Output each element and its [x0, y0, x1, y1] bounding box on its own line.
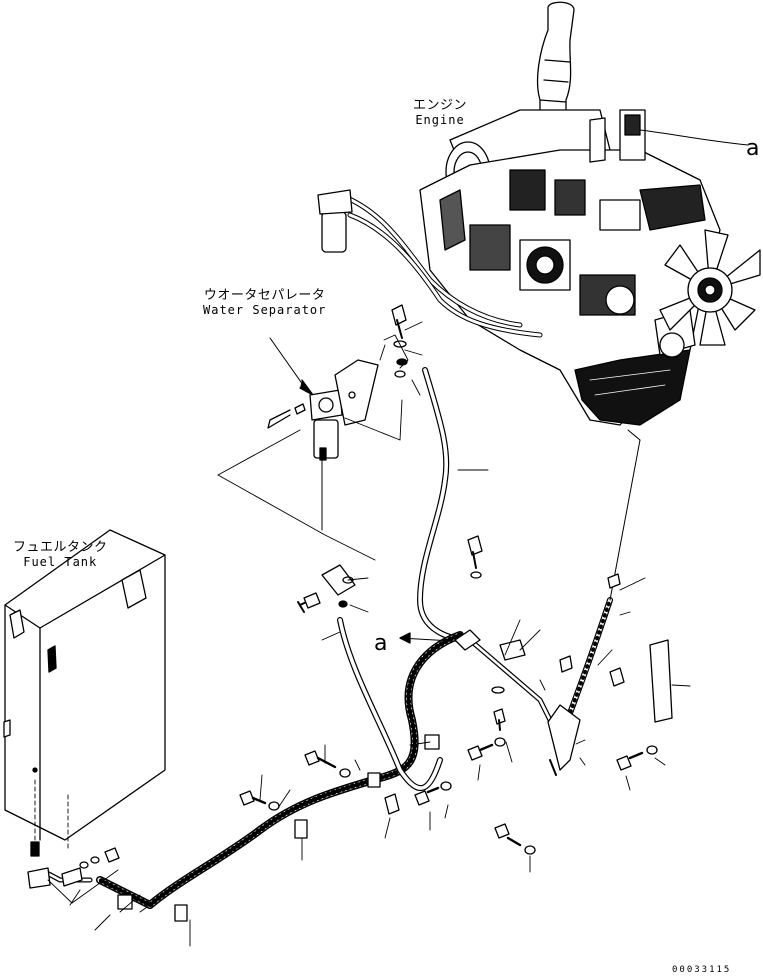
hardware	[27, 535, 673, 922]
drawing-number: 00033115	[672, 965, 732, 975]
fuel-tank-label: フュエルタンク Fuel Tank	[13, 540, 108, 570]
water-separator-label: ウオータセパレータ Water Separator	[203, 288, 327, 318]
fuel-tank-label-jp: フュエルタンク	[13, 540, 108, 555]
engine-label: エンジン Engine	[413, 98, 468, 128]
engine-label-jp: エンジン	[413, 98, 468, 113]
callout-a-top: a	[746, 136, 760, 161]
water-separator-assembly	[217, 304, 409, 561]
fuel-tank	[3, 529, 166, 857]
engine-assembly	[419, 1, 761, 426]
engine-label-en: Engine	[415, 112, 465, 127]
water-separator-label-en: Water Separator	[203, 302, 327, 317]
fan	[659, 229, 761, 346]
callout-a-mid: a	[374, 631, 388, 656]
water-separator-label-jp: ウオータセパレータ	[203, 288, 326, 303]
engine-fuel-hoses	[317, 189, 543, 338]
fuel-tank-label-en: Fuel Tank	[23, 554, 98, 569]
leader-lines	[69, 321, 691, 947]
